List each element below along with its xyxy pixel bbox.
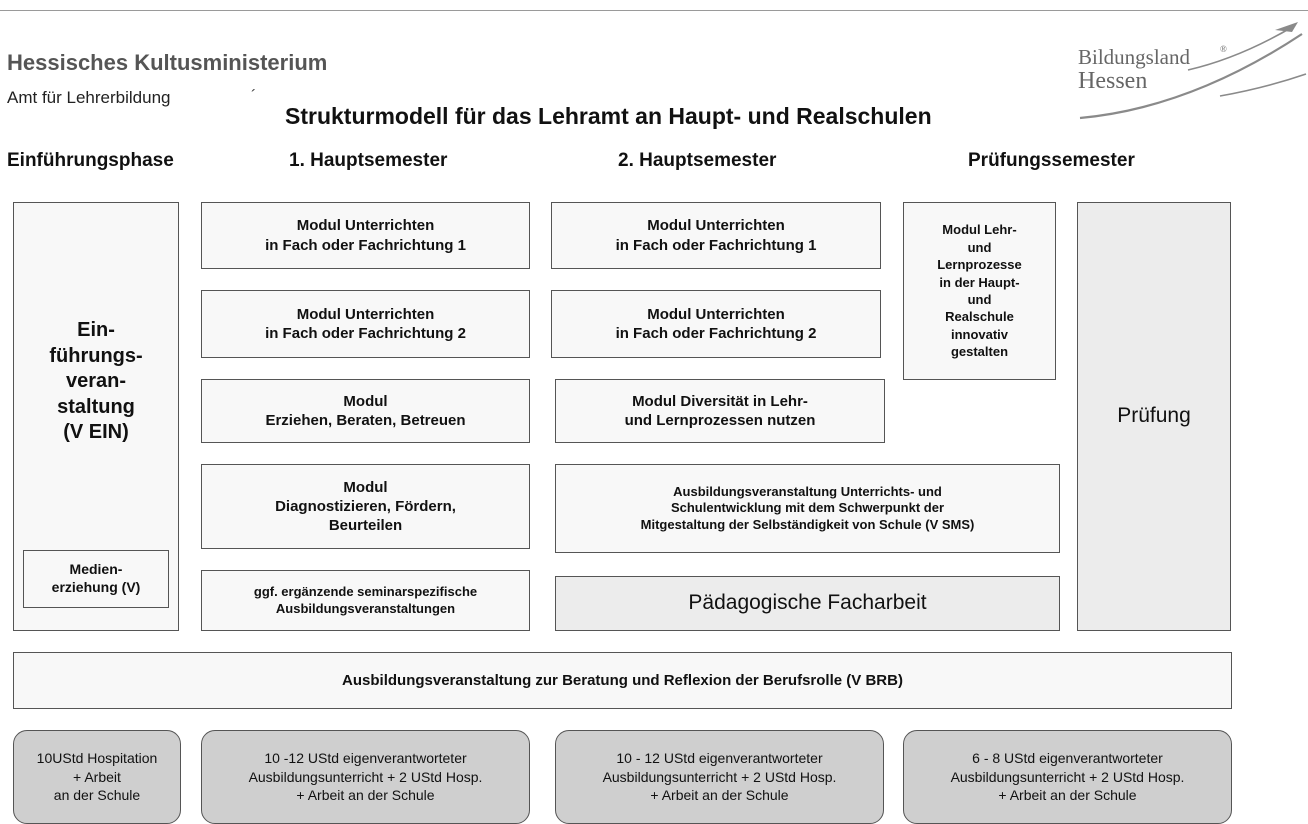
header-divider bbox=[0, 10, 1308, 11]
s2-module-subject-1: Modul Unterrichten in Fach oder Fachrich… bbox=[551, 202, 881, 269]
footer-hours-sem2: 10 - 12 UStd eigenverantworteter Ausbild… bbox=[555, 730, 884, 824]
logo-swoosh bbox=[1079, 33, 1303, 120]
phase-intro: Einführungsphase bbox=[7, 150, 174, 171]
phase-exam: Prüfungssemester bbox=[968, 150, 1135, 171]
media-education-box: Medien- erziehung (V) bbox=[23, 550, 169, 608]
brb-event: Ausbildungsveranstaltung zur Beratung un… bbox=[13, 652, 1232, 709]
logo-registered: ® bbox=[1220, 44, 1227, 54]
exam-module-innovation: Modul Lehr- und Lernprozesse in der Haup… bbox=[903, 202, 1056, 380]
s1-module-education: Modul Erziehen, Beraten, Betreuen bbox=[201, 379, 530, 443]
logo-line1: Bildungsland bbox=[1078, 45, 1191, 69]
logo-swoosh bbox=[1275, 22, 1298, 32]
phase-semester-2: 2. Hauptsemester bbox=[618, 150, 777, 171]
footer-hours-intro: 10UStd Hospitation + Arbeit an der Schul… bbox=[13, 730, 181, 824]
s1-module-subject-1: Modul Unterrichten in Fach oder Fachrich… bbox=[201, 202, 530, 269]
s1-module-diagnostics: Modul Diagnostizieren, Fördern, Beurteil… bbox=[201, 464, 530, 549]
footer-hours-exam: 6 - 8 UStd eigenverantworteter Ausbildun… bbox=[903, 730, 1232, 824]
bildungsland-hessen-logo: Bildungsland ® Hessen bbox=[1078, 22, 1307, 120]
office-name: Amt für Lehrerbildung bbox=[7, 88, 171, 107]
page-title: Strukturmodell für das Lehramt an Haupt-… bbox=[285, 103, 932, 129]
s2-module-diversity: Modul Diversität in Lehr- und Lernprozes… bbox=[555, 379, 885, 443]
ministry-name: Hessisches Kultusministerium bbox=[7, 50, 328, 75]
s2-sms-event: Ausbildungsveranstaltung Unterrichts- un… bbox=[555, 464, 1060, 553]
logo-line2: Hessen bbox=[1078, 68, 1147, 94]
s1-seminar-events: ggf. ergänzende seminarspezifische Ausbi… bbox=[201, 570, 530, 631]
stray-mark: ´ bbox=[251, 88, 257, 105]
s2-module-subject-2: Modul Unterrichten in Fach oder Fachrich… bbox=[551, 290, 881, 358]
s1-module-subject-2: Modul Unterrichten in Fach oder Fachrich… bbox=[201, 290, 530, 358]
logo-swoosh bbox=[1219, 73, 1307, 97]
logo-swoosh bbox=[1187, 25, 1295, 71]
footer-hours-sem1: 10 -12 UStd eigenverantworteter Ausbildu… bbox=[201, 730, 530, 824]
exam-box: Prüfung bbox=[1077, 202, 1231, 631]
pedagogical-thesis: Pädagogische Facharbeit bbox=[555, 576, 1060, 631]
phase-semester-1: 1. Hauptsemester bbox=[289, 150, 448, 171]
